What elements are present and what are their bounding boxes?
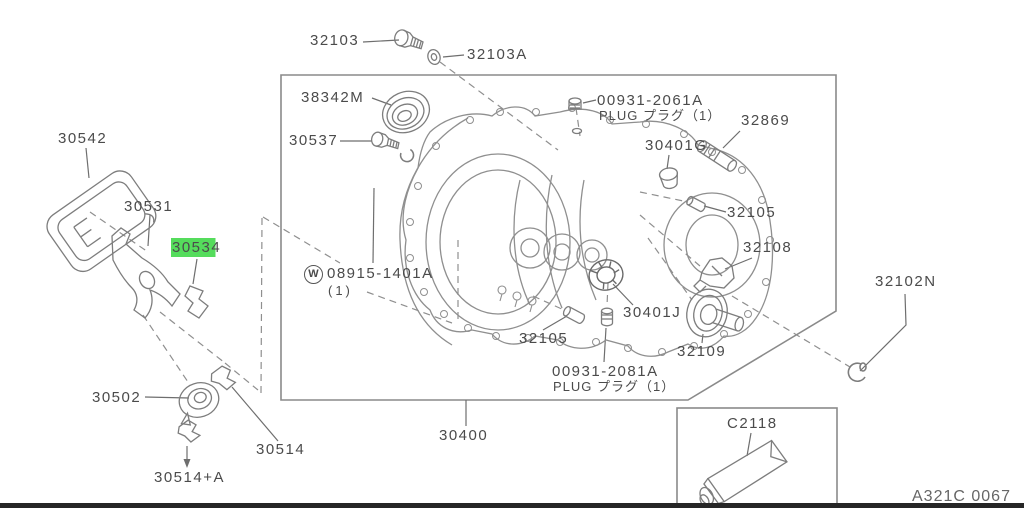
drain-plug-32103-icon (394, 29, 424, 50)
sealant-tube-c2118-icon (699, 439, 788, 507)
plug-2081a-icon (600, 307, 614, 327)
clip-30534-icon (184, 285, 209, 319)
snap-ring-30537-icon (399, 148, 415, 163)
part-label-32869[interactable]: 32869 (741, 112, 791, 129)
highlight-30534: 30534 (171, 238, 224, 257)
part-qty-08915-1401a: (1) (328, 283, 353, 298)
washer-symbol-w: W (304, 265, 323, 284)
part-label-30401j[interactable]: 30401J (623, 304, 682, 321)
part-label-30542[interactable]: 30542 (58, 130, 108, 147)
part-label-32105-upper[interactable]: 32105 (727, 204, 777, 221)
seal-30401j-icon (588, 259, 624, 291)
part-label-32103[interactable]: 32103 (310, 32, 360, 49)
part-label-30502[interactable]: 30502 (92, 389, 142, 406)
part-label-32102n[interactable]: 32102N (875, 273, 937, 290)
part-label-38342m[interactable]: 38342M (301, 89, 365, 106)
part-label-32105-lower[interactable]: 32105 (519, 330, 569, 347)
part-label-30514-a[interactable]: 30514+A (154, 469, 225, 486)
part-label-30537[interactable]: 30537 (289, 132, 339, 149)
clip-32102n-icon (847, 362, 867, 383)
part-label-30531[interactable]: 30531 (124, 198, 174, 215)
bottom-border-bar (0, 503, 1024, 508)
boot-30542-icon (46, 170, 157, 273)
part-note-plug-2081a: PLUG プラグ（1） (553, 379, 676, 394)
striker-30514-icon (210, 365, 237, 391)
striker-30514a-icon (177, 419, 202, 443)
part-label-c2118[interactable]: C2118 (727, 415, 778, 432)
transaxle-case-drawing (399, 104, 774, 357)
part-note-plug-2061a: PLUG プラグ（1） (599, 108, 722, 123)
part-label-30400-assembly[interactable]: 30400 (439, 427, 489, 444)
pin-32105-upper-icon (686, 195, 706, 213)
seal-38342m-icon (381, 90, 431, 134)
washer-32103a-icon (427, 48, 441, 66)
fork-30531-icon (111, 227, 181, 319)
breather-32108-icon (693, 257, 735, 293)
part-label-08915-1401a[interactable]: 08915-1401A (327, 265, 434, 282)
arrowhead-30514a (183, 459, 191, 468)
dowel-32869-icon (696, 140, 738, 172)
drawing-code: A321C 0067 (912, 488, 1011, 505)
pivot-bolt-30537-icon (370, 131, 400, 150)
part-label-32108[interactable]: 32108 (743, 239, 793, 256)
seal-32109-icon (686, 288, 745, 338)
cap-30401g-icon (658, 167, 679, 190)
main-box-outline (280, 74, 837, 401)
part-label-00931-2081a[interactable]: 00931-2081A (552, 363, 659, 380)
plug-2061a-icon (568, 97, 583, 135)
part-label-32109[interactable]: 32109 (677, 343, 727, 360)
part-label-32103a[interactable]: 32103A (467, 46, 528, 63)
part-label-00931-2061a[interactable]: 00931-2061A (597, 92, 704, 109)
part-label-30514[interactable]: 30514 (256, 441, 306, 458)
part-label-30534-highlighted[interactable]: 30534 (171, 238, 224, 257)
bearing-30502-icon (178, 382, 220, 426)
dashed-lines (89, 61, 851, 394)
leader-lines (85, 39, 907, 464)
pin-32105-lower-icon (562, 305, 586, 324)
part-label-30401g[interactable]: 30401G (645, 137, 708, 154)
